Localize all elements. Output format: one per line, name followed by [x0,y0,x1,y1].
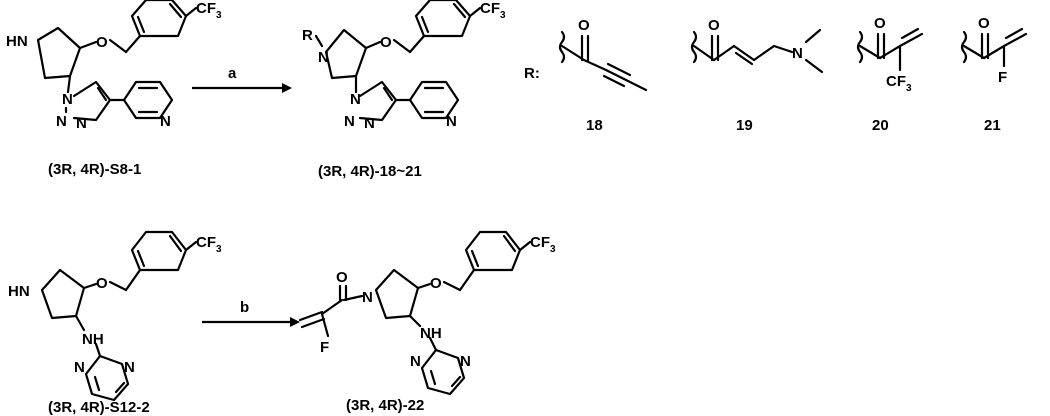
atom-n2: N [56,113,67,130]
atom-o-carbonyl: O [336,269,348,286]
atom-nh: NH [420,325,442,342]
atom-hn: HN [8,283,30,300]
reagent-b: b [240,299,249,316]
label-20: 20 [872,117,889,134]
atom-o: O [96,34,108,51]
r-group-21: O F 21 [960,15,1028,134]
atom-cf3: CF3 [886,73,912,94]
atom-r: R [302,27,313,44]
atom-n: N [792,45,803,62]
label-18: 18 [586,117,603,134]
r-group-20: O CF3 20 [856,15,924,134]
atom-n1: N [62,91,73,108]
label-18-21: (3R, 4R)-18~21 [318,163,422,180]
atom-cf3: CF3 [196,234,222,255]
label-21: 21 [984,117,1001,134]
r-groups: R: O 18 O [524,15,1028,134]
atom-n-pyridine: N [160,113,171,130]
label-19: 19 [736,117,753,134]
arrow-b: b [202,299,300,327]
atom-n3: N [76,115,87,132]
label-s12-2: (3R, 4R)-S12-2 [48,399,150,416]
atom-o: O [430,275,442,292]
atom-n-pyrimidine-2: N [124,359,135,376]
atom-o: O [874,15,886,32]
atom-hn: HN [6,33,28,50]
r-group-18: O 18 [558,17,648,134]
reagent-a: a [228,65,237,82]
atom-n-pyridine: N [446,113,457,130]
atom-cf3: CF3 [196,0,222,21]
r-prefix: R: [524,65,540,82]
atom-f: F [320,339,329,356]
compound-22: O F N O CF3 NH N N (3R, 4R)-22 [298,230,556,414]
atom-n-pyrimidine-1: N [410,353,421,370]
arrow-a: a [192,65,292,93]
label-s8-1: (3R, 4R)-S8-1 [48,161,141,178]
atom-nh: NH [82,331,104,348]
compound-18-21: R N O CF3 N N N N (3R, 4R)-18~21 [302,0,506,180]
compound-s8-1: HN O CF3 N N N N (3R, 4R)-S8-1 [6,0,222,178]
atom-n3: N [364,115,375,132]
atom-o: O [96,275,108,292]
atom-n1: N [350,91,361,108]
atom-n-ring: N [362,289,373,306]
atom-f: F [998,69,1007,86]
atom-cf3: CF3 [530,234,556,255]
atom-o: O [978,15,990,32]
atom-cf3: CF3 [480,0,506,21]
atom-o: O [708,17,720,34]
atom-n-pyrimidine-1: N [74,359,85,376]
label-22: (3R, 4R)-22 [346,397,424,414]
compound-s12-2: HN O CF3 NH N N (3R, 4R)-S12-2 [8,230,222,416]
atom-o: O [380,34,392,51]
atom-n-pyrimidine-2: N [460,353,471,370]
r-group-19: O N 19 [690,17,824,134]
atom-o: O [578,17,590,34]
atom-n2: N [344,113,355,130]
atom-n-ring: N [318,49,329,66]
